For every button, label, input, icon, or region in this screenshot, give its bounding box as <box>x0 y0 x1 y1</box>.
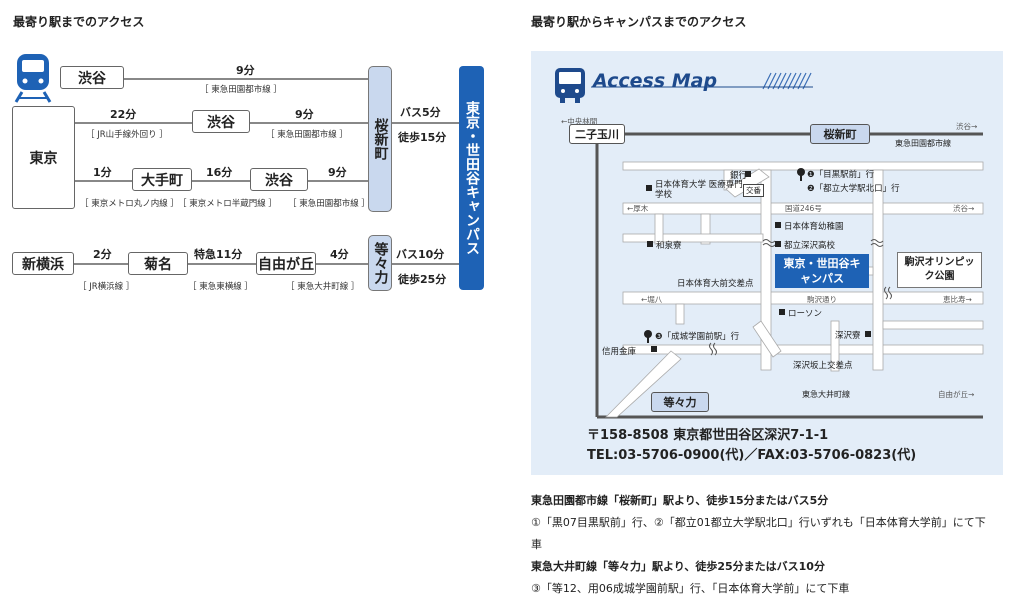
access-map: Access Map ←中央林間 二子玉川 桜新町 渋谷→ 東急田園都市線 銀行… <box>531 51 1003 475</box>
label-to-jiyugaoka: 自由が丘→ <box>938 390 975 399</box>
right-heading: 最寄り駅からキャンパスまでのアクセス <box>531 15 747 29</box>
label-fukasawa-cross: 深沢坂上交差点 <box>793 361 853 371</box>
label-to-shibuya: 渋谷→ <box>956 122 978 131</box>
route3-time3: 9分 <box>328 166 347 179</box>
label-nittai-med: 日本体育大学 医療専門学校 <box>655 180 743 200</box>
station-todoroki: 等々力 <box>368 235 392 291</box>
route3-line1: ［ 東京メトロ丸ノ内線 ］ <box>80 199 179 209</box>
route4-line1: ［ JR横浜線 ］ <box>78 282 135 292</box>
station-shinyokohama: 新横浜 <box>12 252 74 275</box>
route2-line1: ［ JR山手線外回り ］ <box>86 130 168 140</box>
label-road2-r: 恵比寿→ <box>943 295 972 304</box>
address: 〒158-8508 東京都世田谷区深沢7-1-1 <box>587 428 829 443</box>
map-title: Access Map <box>593 70 718 92</box>
label-oimachi: 東急大井町線 <box>802 390 850 399</box>
station-sakurashinmachi: 桜新町 <box>368 66 392 212</box>
label-route246: 国道246号 <box>785 204 822 213</box>
route3-line3: ［ 東急田園都市線 ］ <box>288 199 370 209</box>
todoroki-label: 等々力 <box>372 242 389 284</box>
label-route246-r: 渋谷→ <box>953 204 975 213</box>
route4-time3: 4分 <box>330 248 349 261</box>
komazawa-park: 駒沢オリンピック公園 <box>897 252 982 288</box>
route2-time2: 9分 <box>295 108 314 121</box>
route4-time1: 2分 <box>93 248 112 261</box>
route4-time2: 特急11分 <box>194 248 243 261</box>
route1-line: ［ 東急田園都市線 ］ <box>200 85 282 95</box>
station-shibuya-2: 渋谷 <box>192 110 250 133</box>
station-todoroki-map: 等々力 <box>651 392 709 412</box>
map-campus-label: 東京・世田谷キャンパス <box>783 257 861 285</box>
label-highschool: 都立深沢高校 <box>784 241 836 251</box>
label-kindergarten: 日本体育幼稚園 <box>784 222 844 232</box>
route3-time1: 1分 <box>93 166 112 179</box>
label-lawson: ローソン <box>788 309 823 319</box>
train-icon <box>14 54 52 103</box>
station-otemachi: 大手町 <box>132 168 192 191</box>
label-koban: 交番 <box>743 184 764 197</box>
station-sakura-map: 桜新町 <box>810 124 870 144</box>
label-bus3: ❸「成城学園前駅」行 <box>655 332 740 342</box>
label-fukasawaryo: 深沢寮 <box>835 331 861 341</box>
komazawa-label: 駒沢オリンピック公園 <box>904 257 975 282</box>
route4-line2: ［ 東急東横線 ］ <box>188 282 253 292</box>
station-futako: 二子玉川 <box>569 124 625 144</box>
route4-line3: ［ 東急大井町線 ］ <box>286 282 360 292</box>
sakurashinmachi-label: 桜新町 <box>372 118 389 160</box>
info2-title: 東急大井町線「等々力」駅より、徒歩25分またはバス10分 <box>531 560 825 573</box>
station-shibuya-3: 渋谷 <box>250 168 308 191</box>
info2-text: ③「等12、用06成城学園前駅」行、「日本体育大学前」にて下車 <box>531 582 850 595</box>
station-kikuna: 菊名 <box>128 252 188 275</box>
label-road2-l: ←堀八 <box>641 295 663 304</box>
route3-time2: 16分 <box>206 166 233 179</box>
label-to-chuorinkan: ←中央林間 <box>561 117 598 126</box>
label-bank: 銀行 <box>730 171 748 181</box>
station-shibuya-1: 渋谷 <box>60 66 124 89</box>
station-tokyo: 東京 <box>12 106 75 209</box>
label-road2: 駒沢通り <box>807 295 837 304</box>
label-route246-l: ←厚木 <box>627 204 649 213</box>
tel-fax: TEL:03-5706-0900(代)／FAX:03-5706-0823(代) <box>587 448 917 463</box>
left-heading: 最寄り駅までのアクセス <box>13 15 145 29</box>
label-denen: 東急田園都市線 <box>895 139 951 148</box>
campus-box: 東京・世田谷キャンパス <box>459 66 484 290</box>
todo-bus: バス10分 <box>396 248 445 261</box>
info1-title: 東急田園都市線「桜新町」駅より、徒歩15分またはバス5分 <box>531 494 829 507</box>
map-campus: 東京・世田谷キャンパス <box>775 254 869 288</box>
label-nittai-mae-cross: 日本体育大前交差点 <box>677 279 754 289</box>
route2-time1: 22分 <box>110 108 137 121</box>
label-shinyo: 信用金庫 <box>602 347 637 357</box>
route1-time: 9分 <box>236 64 255 77</box>
route2-line2: ［ 東急田園都市線 ］ <box>266 130 348 140</box>
sakura-walk: 徒歩15分 <box>398 131 447 144</box>
info1-text-a: ①「黒07目黒駅前」行、②「都立01都立大学駅北口」行いずれも「日本体育大学前」… <box>531 516 986 529</box>
label-bus2: ❷「都立大学駅北口」行 <box>807 184 900 194</box>
route3-line2: ［ 東京メトロ半蔵門線 ］ <box>178 199 277 209</box>
campus-label: 東京・世田谷キャンパス <box>464 101 480 255</box>
label-bus1: ❶「目黒駅前」行 <box>807 170 875 180</box>
station-jiyugaoka: 自由が丘 <box>256 252 316 275</box>
todo-walk: 徒歩25分 <box>398 273 447 286</box>
label-wakoryo: 和泉寮 <box>656 241 682 251</box>
sakura-bus: バス5分 <box>400 106 441 119</box>
map-roads <box>555 68 984 419</box>
info1-text-b: 車 <box>531 538 542 551</box>
